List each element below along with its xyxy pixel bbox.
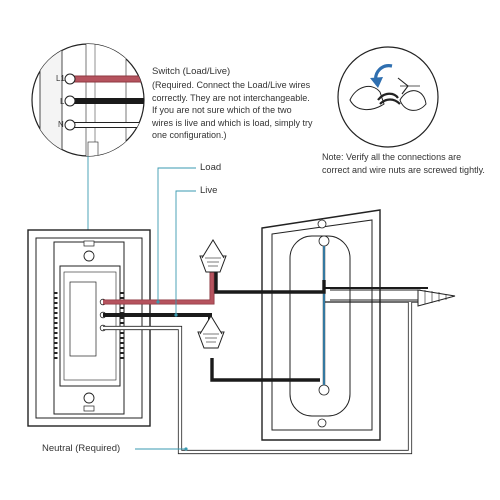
switch-callout-note: (Required. Connect the Load/Live wires c… <box>152 80 313 140</box>
load-wire <box>103 270 214 304</box>
wire-nut-lower <box>197 315 225 349</box>
wire-nut-detail-magnifier <box>337 46 439 148</box>
switch-callout-title: Switch (Load/Live) <box>152 66 231 77</box>
terminal-label-l: L <box>60 97 65 106</box>
terminal-detail-magnifier <box>31 43 145 157</box>
cable-clamp <box>325 287 456 307</box>
live-leader-line <box>175 190 196 315</box>
neutral-label: Neutral (Required) <box>42 443 121 454</box>
box-wire-upper <box>214 268 326 294</box>
terminal-n <box>64 119 76 131</box>
box-wire-lower <box>210 358 320 382</box>
live-label: Live <box>200 185 218 196</box>
wall-box <box>261 209 381 441</box>
terminal-label-l1: L1 <box>56 74 65 83</box>
terminal-l <box>64 95 76 107</box>
load-label: Load <box>200 162 222 173</box>
neutral-wire <box>103 302 412 454</box>
connection-note: Note: Verify all the connections are cor… <box>322 152 485 175</box>
load-leader-line <box>157 167 196 302</box>
smart-switch <box>27 229 151 427</box>
terminal-l1 <box>64 73 76 85</box>
wire-nut-upper <box>199 239 227 273</box>
terminal-label-n: N <box>58 120 64 129</box>
